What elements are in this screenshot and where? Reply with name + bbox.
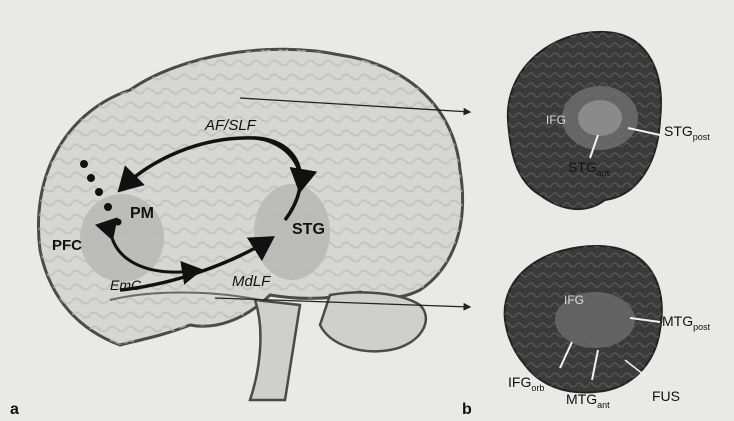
label-ifg-bottom: IFG bbox=[564, 293, 584, 307]
panel-letter-a: a bbox=[10, 401, 19, 418]
label-emc: EmC bbox=[110, 277, 142, 293]
label-ifg-top: IFG bbox=[546, 113, 566, 127]
cerebellum bbox=[320, 292, 426, 351]
top-brain: IFG STGpost STGant bbox=[508, 32, 710, 209]
label-mdlf: MdLF bbox=[232, 273, 271, 290]
panel-b: IFG STGpost STGant IFG MTGpost IFGorb bbox=[462, 32, 711, 418]
label-pm: PM bbox=[130, 205, 154, 222]
bottom-brain: IFG MTGpost IFGorb MTGant FUS bbox=[505, 246, 711, 410]
label-af-slf: AF/SLF bbox=[204, 117, 257, 134]
label-stg-post: STGpost bbox=[664, 123, 710, 142]
label-stg: STG bbox=[292, 221, 325, 238]
label-mtg-ant: MTGant bbox=[566, 391, 610, 410]
label-mtg-post: MTGpost bbox=[662, 313, 711, 332]
panel-letter-b: b bbox=[462, 401, 472, 418]
label-fus: FUS bbox=[652, 388, 680, 404]
label-pfc: PFC bbox=[52, 237, 82, 254]
panel-a-brain: AF/SLF PM PFC STG MdLF EmC a bbox=[10, 49, 470, 418]
brainstem bbox=[250, 300, 300, 400]
